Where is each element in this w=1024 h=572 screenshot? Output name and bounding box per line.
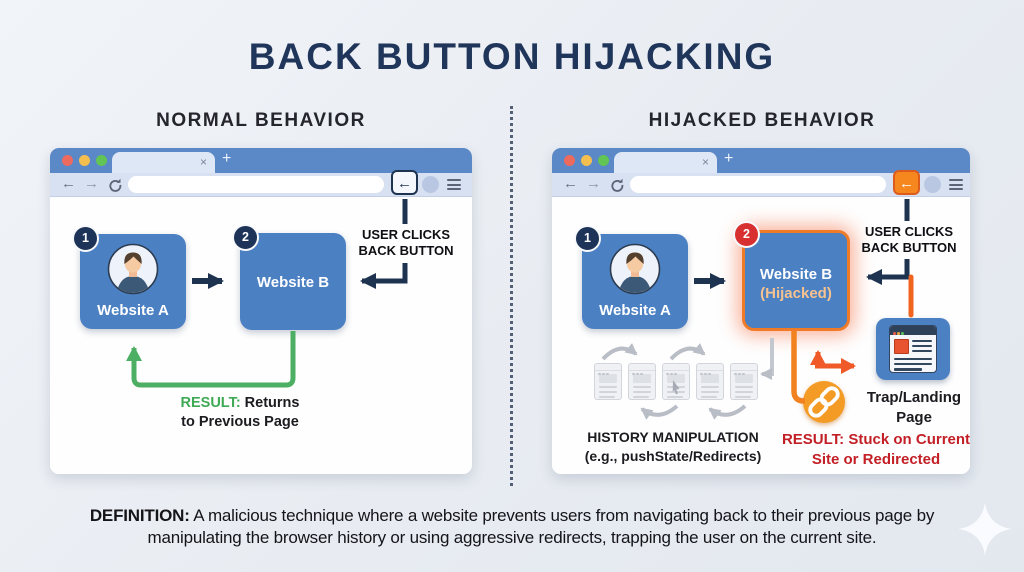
- website-b-label: Website B: [256, 274, 330, 291]
- step-1-badge: 1: [72, 225, 99, 252]
- browser-tab[interactable]: ×: [614, 152, 717, 173]
- website-b-hijacked-box: Website B (Hijacked): [742, 230, 850, 331]
- history-entry-card: [594, 363, 622, 400]
- back-nav-icon[interactable]: ←: [563, 175, 578, 192]
- website-b-box: Website B: [240, 233, 346, 330]
- minimize-window-dot[interactable]: [581, 155, 592, 166]
- history-manipulation-caption: HISTORY MANIPULATION (e.g., pushState/Re…: [584, 429, 762, 464]
- browser-toolbar: ← → ←: [50, 170, 472, 197]
- forward-nav-icon[interactable]: →: [84, 175, 99, 192]
- hamburger-menu-icon[interactable]: [949, 179, 963, 193]
- close-window-dot[interactable]: [564, 155, 575, 166]
- maximize-window-dot[interactable]: [96, 155, 107, 166]
- trap-landing-caption: Trap/Landing Page: [866, 389, 962, 426]
- link-chain-icon: [803, 381, 845, 423]
- hamburger-menu-icon[interactable]: [447, 179, 461, 193]
- highlighted-back-button[interactable]: ←: [391, 170, 418, 195]
- normal-panel-heading: NORMAL BEHAVIOR: [156, 110, 366, 131]
- page-title: BACK BUTTON HIJACKING: [248, 36, 776, 77]
- result-label: RESULT:: [781, 431, 845, 448]
- forward-nav-icon[interactable]: →: [586, 175, 601, 192]
- close-window-dot[interactable]: [62, 155, 73, 166]
- history-entry-card: [730, 363, 758, 400]
- panel-divider: [510, 106, 513, 486]
- user-clicks-caption: USER CLICKS BACK BUTTON: [861, 224, 957, 255]
- profile-avatar-circle[interactable]: [924, 176, 941, 193]
- normal-result-caption: RESULT: Returns to Previous Page: [180, 395, 300, 430]
- website-a-box: Website A: [80, 234, 186, 329]
- website-a-label: Website A: [599, 302, 671, 319]
- website-a-label: Website A: [97, 302, 169, 319]
- definition-text: DEFINITION: A malicious technique where …: [89, 506, 935, 547]
- reload-icon[interactable]: [107, 177, 122, 192]
- trap-landing-page-icon: [876, 318, 950, 380]
- user-avatar-icon: [609, 243, 661, 295]
- profile-avatar-circle[interactable]: [422, 176, 439, 193]
- webpage-icon: [889, 325, 937, 373]
- maximize-window-dot[interactable]: [598, 155, 609, 166]
- url-bar[interactable]: [630, 176, 886, 193]
- new-tab-icon[interactable]: +: [222, 150, 232, 167]
- url-bar[interactable]: [128, 176, 384, 193]
- step-1-badge: 1: [574, 225, 601, 252]
- minimize-window-dot[interactable]: [79, 155, 90, 166]
- step-2-badge: 2: [733, 221, 760, 248]
- browser-title-bar: × +: [552, 148, 970, 173]
- browser-title-bar: × +: [50, 148, 472, 173]
- user-clicks-caption: USER CLICKS BACK BUTTON: [358, 227, 454, 258]
- website-a-box: Website A: [582, 234, 688, 329]
- website-b-label: Website B: [759, 266, 833, 283]
- new-tab-icon[interactable]: +: [724, 150, 734, 167]
- sparkle-icon: [958, 502, 1012, 556]
- browser-tab[interactable]: ×: [112, 152, 215, 173]
- definition-label: DEFINITION:: [89, 506, 190, 525]
- history-entry-card: [628, 363, 656, 400]
- hijacked-back-button[interactable]: ←: [893, 170, 920, 195]
- back-nav-icon[interactable]: ←: [61, 175, 76, 192]
- hijacked-sub-label: (Hijacked): [760, 285, 832, 302]
- reload-icon[interactable]: [609, 177, 624, 192]
- hijacked-panel-heading: HIJACKED BEHAVIOR: [648, 110, 876, 131]
- tab-close-icon[interactable]: ×: [701, 155, 709, 169]
- hijacked-result-caption: RESULT: Stuck on Current Site or Redirec…: [781, 431, 971, 468]
- user-avatar-icon: [107, 243, 159, 295]
- result-label: RESULT:: [180, 395, 241, 411]
- history-entry-card: [696, 363, 724, 400]
- browser-toolbar: ← → ←: [552, 170, 970, 197]
- history-entry-card: [662, 363, 690, 400]
- tab-close-icon[interactable]: ×: [199, 155, 207, 169]
- step-2-badge: 2: [232, 224, 259, 251]
